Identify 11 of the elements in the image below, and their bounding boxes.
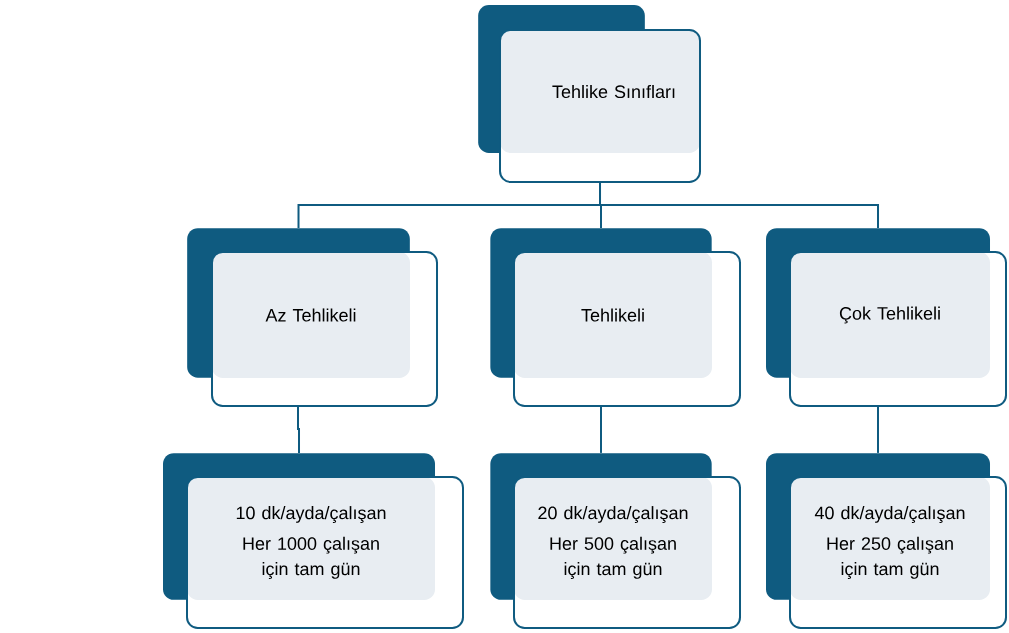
category-box: 40 dk/ayda/çalışan Her 250 çalışan için tam gün xyxy=(766,453,1007,629)
connector-line xyxy=(599,181,879,230)
category-box: Tehlike Sınıfları xyxy=(478,5,701,183)
category-box: Az Tehlikeli xyxy=(187,228,438,407)
category-box: 20 dk/ayda/çalışan Her 500 çalışan için tam gün xyxy=(490,453,741,629)
connector-line xyxy=(877,405,879,454)
connector-line xyxy=(600,405,602,454)
category-box: Tehlikeli xyxy=(490,228,741,407)
connector-line xyxy=(297,405,300,454)
category-box: 10 dk/ayda/çalışan Her 1000 çalışan için tam gün xyxy=(163,453,464,629)
category-box: Çok Tehlikeli xyxy=(766,228,1007,407)
